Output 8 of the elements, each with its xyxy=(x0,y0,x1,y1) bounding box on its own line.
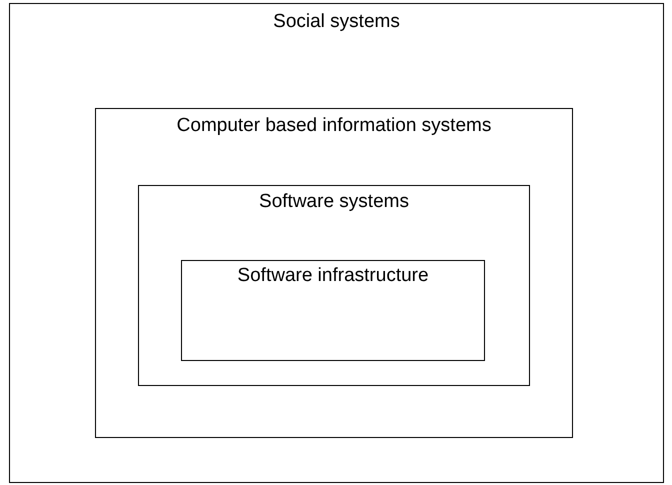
container-box xyxy=(9,3,664,483)
container-box xyxy=(181,260,485,361)
container-box xyxy=(138,185,530,386)
box-title: Software systems xyxy=(259,191,409,213)
box-title: Computer based information systems xyxy=(176,115,492,137)
box-title: Software infrastructure xyxy=(237,265,429,287)
box-title: Social systems xyxy=(273,11,400,33)
container-box xyxy=(95,108,573,438)
